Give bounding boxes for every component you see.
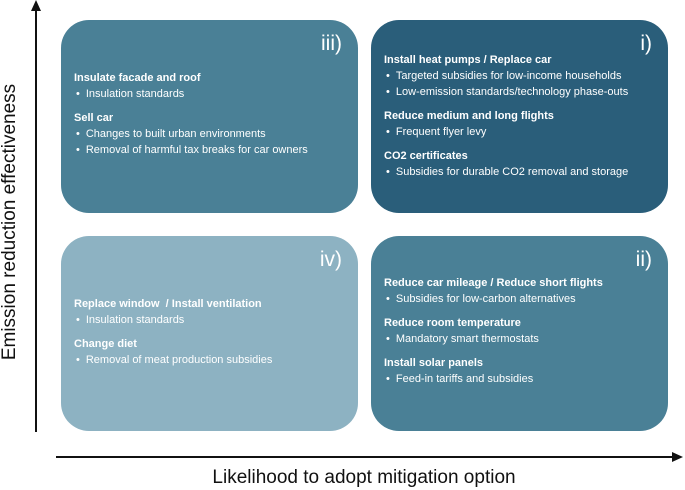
y-axis-arrowhead xyxy=(31,0,41,11)
option-heading: Reduce car mileage / Reduce short flight… xyxy=(384,277,603,289)
option-group: Replace window / Install ventilation Ins… xyxy=(74,296,348,328)
quadrant-ii-numeral: ii) xyxy=(635,248,652,271)
policy-bullet: Subsidies for durable CO2 removal and st… xyxy=(384,164,658,180)
option-heading: Reduce room temperature xyxy=(384,317,521,329)
policy-bullet: Feed-in tariffs and subsidies xyxy=(384,371,658,387)
option-heading: Sell car xyxy=(74,112,114,124)
option-heading: Reduce medium and long flights xyxy=(384,110,554,122)
y-axis-line xyxy=(35,10,37,432)
option-group: Insulate facade and roof Insulation stan… xyxy=(74,70,348,102)
policy-bullet: Removal of harmful tax breaks for car ow… xyxy=(74,142,348,158)
option-group: Change diet Removal of meat production s… xyxy=(74,336,348,368)
option-group: Reduce medium and long flights Frequent … xyxy=(384,108,658,140)
option-group: CO2 certificates Subsidies for durable C… xyxy=(384,148,658,180)
option-heading: Replace window / Install ventilation xyxy=(74,298,262,310)
y-axis-label: Emission reduction effectiveness xyxy=(0,83,20,361)
quadrant-i-numeral: i) xyxy=(640,32,652,55)
quadrant-iv: iv) Replace window / Install ventilation… xyxy=(61,236,358,431)
option-heading: Insulate facade and roof xyxy=(74,72,201,84)
x-axis-line xyxy=(56,456,672,458)
policy-bullet: Frequent flyer levy xyxy=(384,124,658,140)
quadrant-iii: iii) Insulate facade and roof Insulation… xyxy=(61,20,358,213)
policy-bullet: Insulation standards xyxy=(74,312,348,328)
policy-bullet: Subsidies for low-carbon alternatives xyxy=(384,291,658,307)
quadrant-ii: ii) Reduce car mileage / Reduce short fl… xyxy=(371,236,668,431)
option-heading: CO2 certificates xyxy=(384,150,468,162)
option-heading: Change diet xyxy=(74,338,137,350)
policy-bullet: Insulation standards xyxy=(74,86,348,102)
option-group: Reduce car mileage / Reduce short flight… xyxy=(384,275,658,307)
option-group: Install solar panels Feed-in tariffs and… xyxy=(384,355,658,387)
x-axis-arrowhead xyxy=(672,452,683,462)
x-axis-label: Likelihood to adopt mitigation option xyxy=(212,467,516,488)
option-heading: Install solar panels xyxy=(384,357,484,369)
policy-bullet: Changes to built urban environments xyxy=(74,126,348,142)
policy-bullet: Targeted subsidies for low-income househ… xyxy=(384,68,658,84)
quadrant-iv-numeral: iv) xyxy=(319,248,342,271)
option-heading: Install heat pumps / Replace car xyxy=(384,54,552,66)
option-group: Install heat pumps / Replace car Targete… xyxy=(384,52,658,100)
policy-bullet: Removal of meat production subsidies xyxy=(74,352,348,368)
policy-bullet: Low-emission standards/technology phase-… xyxy=(384,84,658,100)
quadrant-i: i) Install heat pumps / Replace car Targ… xyxy=(371,20,668,213)
quadrant-iii-numeral: iii) xyxy=(321,32,342,55)
option-group: Reduce room temperature Mandatory smart … xyxy=(384,315,658,347)
policy-bullet: Mandatory smart thermostats xyxy=(384,331,658,347)
option-group: Sell car Changes to built urban environm… xyxy=(74,110,348,158)
